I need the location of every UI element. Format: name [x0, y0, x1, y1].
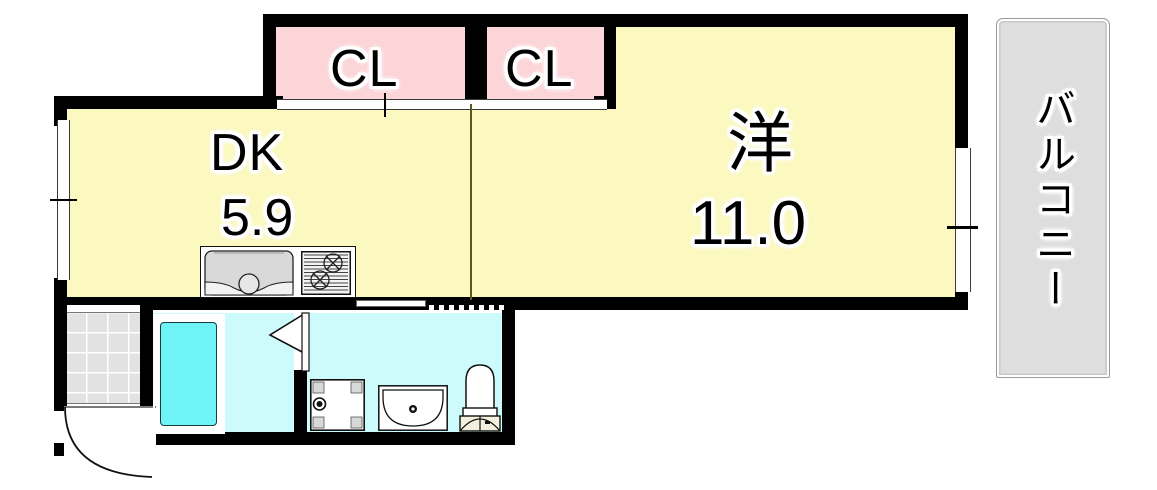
- room-fill-balcony: [996, 18, 1110, 378]
- wall-left-lower: [54, 278, 67, 310]
- label-dk-size: 5.9: [221, 189, 294, 247]
- closet-sliding-doors[interactable]: [277, 99, 607, 110]
- wall-dk-top: [54, 96, 275, 109]
- entrance-tiles: [66, 313, 150, 403]
- wall-closet-right-end: [604, 14, 616, 102]
- label-closet-left: CL: [330, 40, 399, 98]
- room-fill-closet-left: [275, 26, 465, 100]
- wall-closet-left-end: [263, 14, 276, 102]
- wall-bath-right: [502, 305, 515, 445]
- toilet: [459, 364, 501, 432]
- bath-entry-sill: [356, 300, 426, 307]
- label-western-name: 洋: [727, 106, 793, 180]
- wall-dk-bottom-left: [54, 297, 154, 305]
- wall-bath-bottom: [140, 432, 515, 445]
- balcony-sliding-door[interactable]: [955, 148, 971, 292]
- label-closet-right: CL: [505, 40, 574, 98]
- room-fill-closet-right: [487, 26, 607, 100]
- label-balcony: バルコニー: [1030, 88, 1074, 313]
- label-western-size: 11.0: [690, 189, 807, 258]
- room-fill-western: [470, 100, 955, 300]
- wall-left-entrance: [54, 308, 67, 411]
- wall-right-upper: [955, 14, 968, 150]
- room-fill-western-top: [615, 26, 955, 108]
- folding-door[interactable]: [266, 312, 310, 373]
- washroom-threshold: [424, 305, 504, 310]
- entrance-sill-top: [66, 305, 150, 313]
- wall-western-bottom: [503, 297, 968, 310]
- balcony-door-mullion: [947, 226, 978, 229]
- kitchen-sink: [204, 250, 294, 296]
- closet-door-mullion: [384, 93, 386, 117]
- vanity-basin: [378, 385, 448, 431]
- wall-bath-divider: [294, 370, 307, 436]
- bathtub: [160, 322, 217, 426]
- wall-closet-divider: [465, 14, 487, 102]
- gas-stove: [300, 250, 351, 295]
- window-left-mullion: [50, 199, 77, 201]
- dk-western-boundary: [470, 104, 472, 300]
- washer-pan: [310, 379, 366, 432]
- entrance-door[interactable]: [64, 406, 160, 484]
- label-dk-name: DK: [210, 124, 285, 182]
